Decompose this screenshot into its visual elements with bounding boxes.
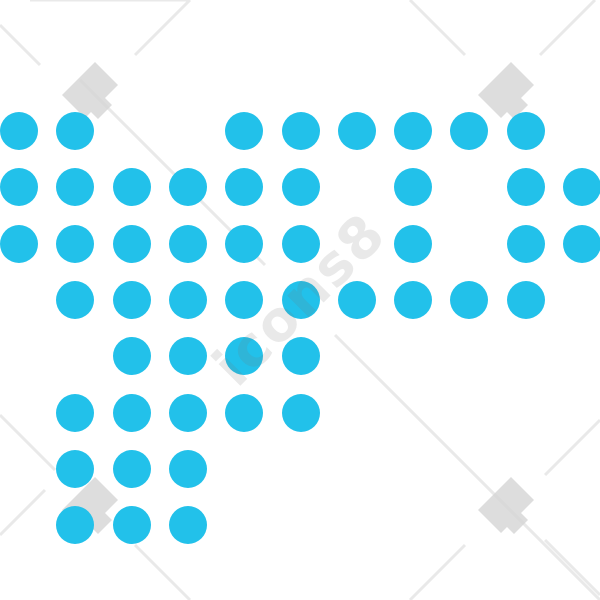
dot [168,393,207,432]
dot [394,224,433,263]
dot [112,506,151,545]
dot [112,393,151,432]
dot [112,337,151,376]
dot [0,112,38,150]
dot [168,449,207,488]
dot [394,112,433,150]
dot [281,224,320,263]
dot [281,393,320,432]
dot [281,280,320,319]
dot [56,280,95,319]
dot [112,280,151,319]
dot [112,449,151,488]
dot [56,393,95,432]
dot [337,280,376,319]
dot [563,168,600,207]
dot [168,280,207,319]
dot [168,168,207,207]
dot [394,280,433,319]
dot [506,168,545,207]
dot [394,168,433,207]
dot [0,168,38,207]
dot [225,337,264,376]
dot [168,506,207,545]
dot [56,449,95,488]
dot [281,112,320,150]
dot [225,393,264,432]
dot [225,168,264,207]
dot [337,112,376,150]
dot [225,112,264,150]
dot [281,168,320,207]
dot [56,112,95,150]
dot [563,224,600,263]
dot [56,168,95,207]
dot [450,112,489,150]
dot [225,224,264,263]
dot [0,224,38,263]
dot [56,506,95,545]
dot [168,224,207,263]
dot [506,280,545,319]
dot [168,337,207,376]
dot [112,168,151,207]
dot [506,112,545,150]
dot [506,224,545,263]
dot [56,224,95,263]
dot [225,280,264,319]
dot [450,280,489,319]
dot [112,224,151,263]
dot [281,337,320,376]
